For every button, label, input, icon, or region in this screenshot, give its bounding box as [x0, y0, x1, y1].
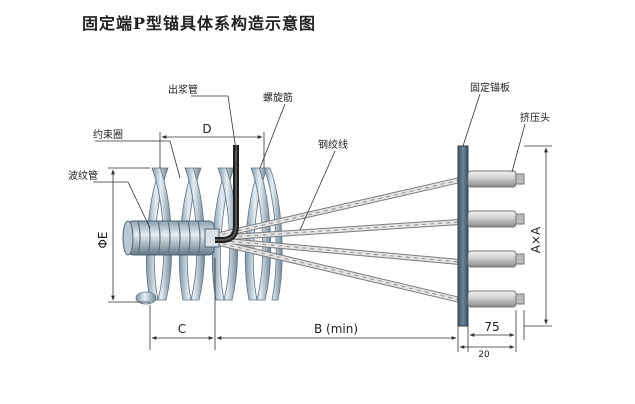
- dim-b: B (min): [314, 322, 358, 336]
- label-spiral-bar: 螺旋筋: [263, 91, 293, 104]
- dim-75: 75: [484, 320, 499, 334]
- spiral-coil-front: [151, 167, 283, 301]
- extrusion-head: [467, 210, 525, 228]
- corrugated-duct: [122, 220, 220, 256]
- dim-phi-e: ΦE: [96, 231, 110, 248]
- fixed-anchor-plate: [457, 145, 469, 327]
- label-binding-ring: 约束圈: [93, 128, 123, 141]
- dim-c: C: [178, 322, 186, 336]
- label-extrusion-head: 挤压头: [520, 111, 550, 124]
- extrusion-head: [467, 170, 525, 188]
- dim-axa: A×A: [529, 226, 543, 253]
- extrusion-head: [467, 250, 525, 268]
- label-strand: 钢绞线: [318, 138, 348, 151]
- label-fixed-plate: 固定锚板: [470, 81, 510, 94]
- diagram-title: 固定端P型锚具体系构造示意图: [82, 14, 317, 33]
- label-corrugated-duct: 波纹管: [68, 169, 98, 182]
- extrusion-head: [467, 290, 525, 308]
- dim-20: 20: [478, 350, 490, 360]
- dim-d: D: [202, 122, 211, 136]
- label-grout-pipe: 出浆管: [168, 83, 198, 96]
- leader-lines: [93, 93, 526, 231]
- spiral-bar: [135, 167, 283, 305]
- steel-strands: [212, 177, 463, 303]
- extrusion-heads: [467, 170, 525, 308]
- dimension-lines: [108, 132, 552, 352]
- grout-pipe: [215, 145, 239, 243]
